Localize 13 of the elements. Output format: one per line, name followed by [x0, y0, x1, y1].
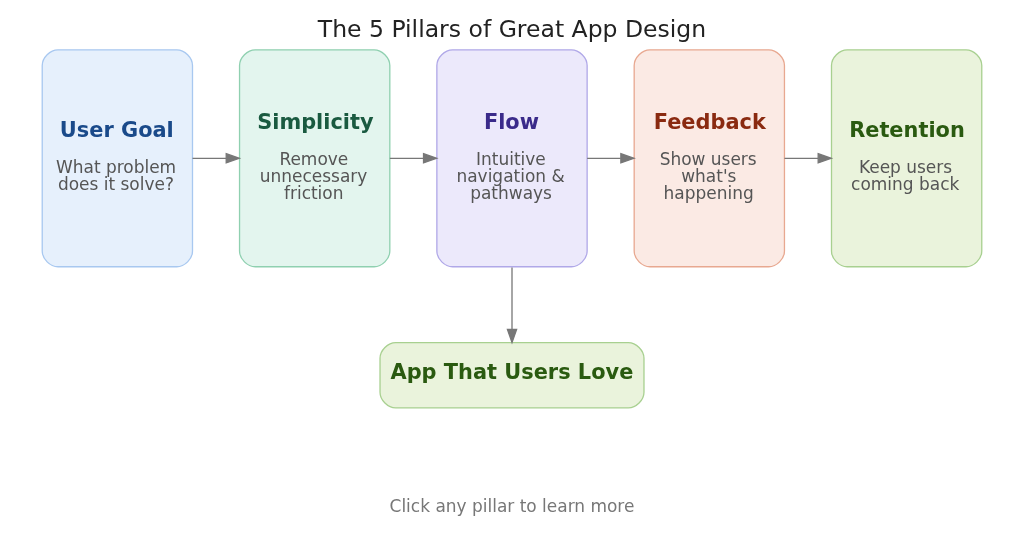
node-box: Flow Intuitive navigation & pathways [436, 49, 588, 268]
node-box: User Goal What problem does it solve? [41, 49, 194, 268]
arrow [783, 152, 834, 164]
node-box: Retention Keep users coming back [830, 49, 983, 268]
node-box: Simplicity Remove unnecessary friction [238, 49, 391, 268]
label: Click any pillar to learn more [389, 495, 635, 516]
diagram-title: The 5 Pillars of Great App Design [317, 15, 707, 44]
arrow [191, 152, 242, 164]
arrow [389, 152, 439, 164]
node-box: Feedback Show users what's happening [633, 49, 786, 268]
node-box: App That Users Love [379, 341, 645, 409]
arrow [586, 152, 636, 164]
arrow [506, 266, 518, 345]
